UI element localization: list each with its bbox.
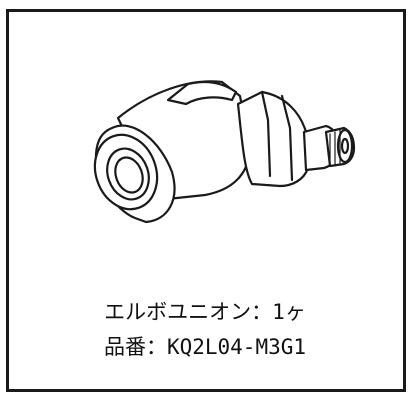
hex-nut — [236, 90, 310, 188]
part-name-quantity: エルボユニオン：1ヶ — [104, 300, 306, 324]
elbow-union-fitting-illustration — [93, 80, 356, 224]
product-card-frame — [6, 9, 406, 392]
part-number: 品番：KQ2L04-M3G1 — [103, 335, 307, 359]
fitting-top-face — [166, 81, 238, 106]
release-ring-hole — [114, 156, 144, 194]
